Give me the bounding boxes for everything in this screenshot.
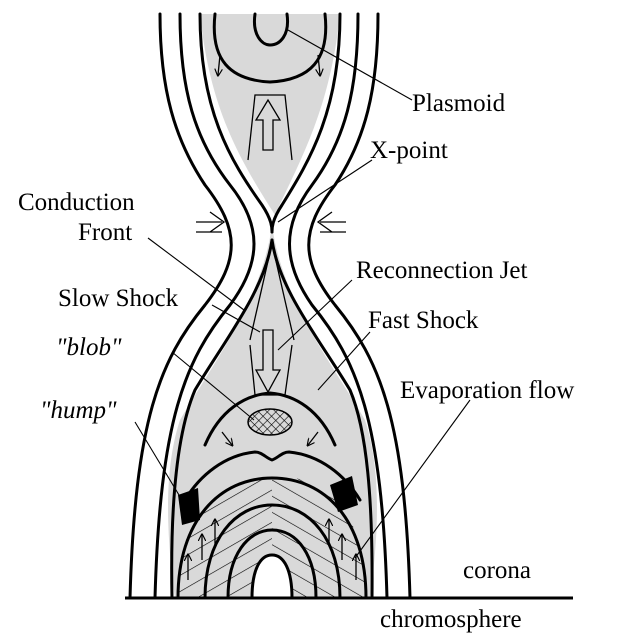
- label-chromosphere: chromosphere: [380, 606, 522, 633]
- label-corona: corona: [463, 557, 531, 584]
- label-fast-shock: Fast Shock: [368, 307, 479, 334]
- leader-reconnection-jet: [277, 279, 353, 351]
- downward-jet-frame: [249, 344, 293, 396]
- upward-jet-frame: [247, 94, 293, 161]
- field-line-outer-right: [307, 12, 412, 600]
- field-line-mid-right: [288, 12, 389, 600]
- hump-block-left: [178, 488, 200, 525]
- inflow-arrow-left: [196, 211, 226, 233]
- plasmoid-inflow-arrow-right: [318, 54, 320, 75]
- plasmoid-loop-outer: [212, 12, 328, 84]
- field-line-inner-right: [270, 12, 342, 234]
- field-line-mid-left: [153, 12, 256, 600]
- label-x-point: X-point: [370, 137, 448, 164]
- inflow-arrow-right: [316, 211, 346, 233]
- blob-arrow-right: [308, 431, 319, 445]
- slow-shock-right: [272, 247, 295, 341]
- leader-evaporation: [354, 399, 471, 559]
- upward-jet-arrow: [254, 98, 282, 151]
- loop-hatched-left: [178, 477, 272, 598]
- leader-blob: [171, 351, 255, 421]
- field-line-inner-lower-right: [270, 238, 374, 600]
- loop-inner-arc: [226, 528, 318, 600]
- label-slow-shock: Slow Shock: [58, 285, 179, 312]
- shaded-upper-region: [200, 14, 340, 215]
- leader-fast-shock: [317, 331, 371, 391]
- plasmoid-inflow-arrow-left: [218, 54, 220, 75]
- hump-line: [183, 450, 362, 502]
- leader-conduction-front: [147, 237, 245, 311]
- blob-ellipse: [247, 408, 293, 436]
- label-hump: "hump": [40, 397, 117, 424]
- fast-shock-arc: [203, 391, 337, 447]
- label-conduction-front-line2: Front: [78, 219, 132, 246]
- label-blob: "blob": [56, 334, 122, 361]
- loop-outer-arc: [176, 476, 368, 600]
- field-line-inner-lower-left: [170, 238, 274, 600]
- hump-block-right: [330, 476, 358, 512]
- field-line-outer-left: [128, 12, 233, 600]
- label-plasmoid: Plasmoid: [412, 90, 506, 117]
- loop-core: [250, 553, 294, 600]
- leader-hump: [134, 421, 183, 501]
- leader-slow-shock: [211, 304, 261, 333]
- leader-plasmoid: [287, 29, 413, 101]
- blob-arrow-left: [221, 431, 232, 445]
- loop-mid-arc: [203, 503, 342, 600]
- slow-shock-left: [249, 247, 272, 341]
- label-reconnection-jet: Reconnection Jet: [356, 257, 528, 284]
- label-conduction-front-line1: Conduction: [18, 189, 135, 216]
- downward-jet-arrow: [254, 329, 282, 394]
- leader-x-point: [277, 159, 373, 223]
- field-line-inner-left: [198, 12, 274, 234]
- label-evaporation-flow: Evaporation flow: [400, 377, 574, 404]
- plasmoid-loop-inner: [252, 12, 290, 47]
